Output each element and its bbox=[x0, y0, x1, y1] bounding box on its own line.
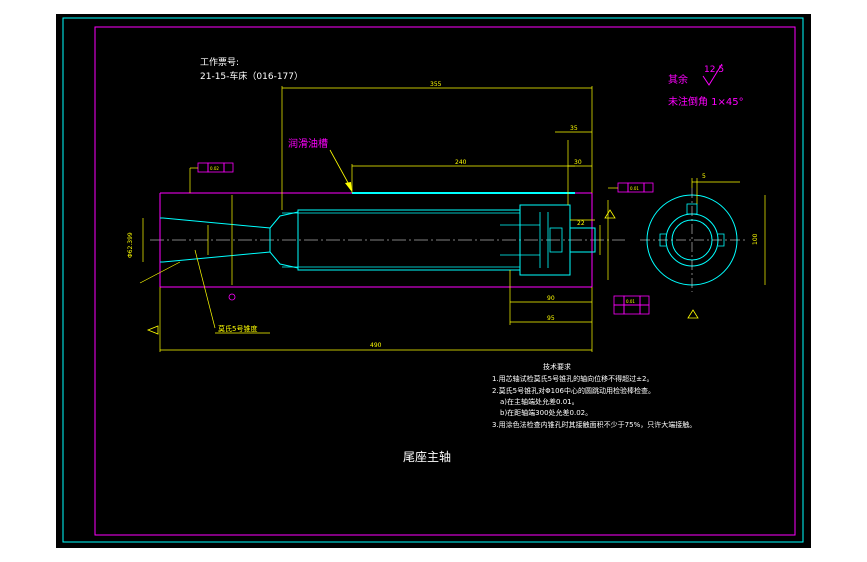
tech-req-heading: 技术要求 bbox=[543, 362, 571, 371]
datum-triangle-section bbox=[687, 309, 699, 319]
datum-triangle-right bbox=[604, 209, 616, 219]
roughness-symbol-icon bbox=[702, 63, 723, 86]
lubrication-arrow-icon bbox=[345, 182, 352, 192]
dim-240: 240 bbox=[455, 159, 467, 166]
tech-req-line-5: 3.用涂色法检查内锥孔时其接触面积不少于75%，只许大端接触。 bbox=[492, 420, 696, 429]
keyway-slot bbox=[549, 227, 563, 253]
chamfer-leader-left bbox=[139, 261, 181, 284]
gdt-3-value: 0.01 bbox=[626, 299, 635, 304]
dim-355: 355 bbox=[430, 81, 442, 88]
tech-req-line-3: a)在主轴端处允差0.01。 bbox=[500, 397, 579, 406]
section-dim-5: 5 bbox=[702, 173, 706, 180]
dim-30: 30 bbox=[574, 159, 582, 166]
taper-label: 莫氏5号锥度 bbox=[218, 324, 257, 333]
work-order-value: 21-15-车床（016-177） bbox=[200, 70, 303, 82]
gdt-frame-1: 0.02 bbox=[189, 162, 234, 193]
dim-22: 22 bbox=[577, 220, 585, 227]
work-order-label: 工作票号: bbox=[200, 56, 239, 68]
gdt-frame-3: 0.01 bbox=[613, 295, 650, 315]
tech-req-line-4: b)在距轴端300处允差0.02。 bbox=[500, 408, 592, 417]
gdt-frame-2: 0.01 bbox=[608, 182, 654, 193]
roughness-rest-label: 其余 bbox=[668, 73, 688, 86]
roughness-value: 12.5 bbox=[704, 65, 724, 75]
shaft-end bbox=[569, 227, 596, 253]
drawing-area bbox=[56, 14, 811, 548]
datum-triangle-left bbox=[146, 325, 159, 335]
dim-left-dia: Φ62.399 bbox=[127, 232, 134, 258]
dim-95: 95 bbox=[547, 315, 555, 322]
inner-frame bbox=[94, 26, 796, 536]
dim-490: 490 bbox=[370, 342, 382, 349]
dim-35: 35 bbox=[570, 125, 578, 132]
chamfer-note: 未注倒角 1×45° bbox=[668, 95, 744, 108]
cross-section-view bbox=[640, 178, 766, 292]
tech-req-line-2: 2.莫氏5号锥孔对Φ106中心的圆跳动用检验棒检查。 bbox=[492, 386, 655, 395]
dim-90: 90 bbox=[547, 295, 555, 302]
tech-req-line-1: 1.用芯轴试检莫氏5号锥孔的轴向位移不得超过±2。 bbox=[492, 374, 653, 383]
gdt-2-value: 0.01 bbox=[630, 186, 639, 191]
gdt-1-value: 0.02 bbox=[210, 166, 219, 171]
taper-bore bbox=[162, 217, 271, 263]
section-dim-100: 100 bbox=[752, 233, 759, 245]
outer-frame bbox=[62, 17, 804, 543]
datum-circle-left bbox=[228, 293, 236, 301]
taper-leader bbox=[194, 249, 216, 329]
lubrication-label: 润滑油槽 bbox=[288, 137, 328, 150]
drawing-title: 尾座主轴 bbox=[403, 449, 451, 464]
